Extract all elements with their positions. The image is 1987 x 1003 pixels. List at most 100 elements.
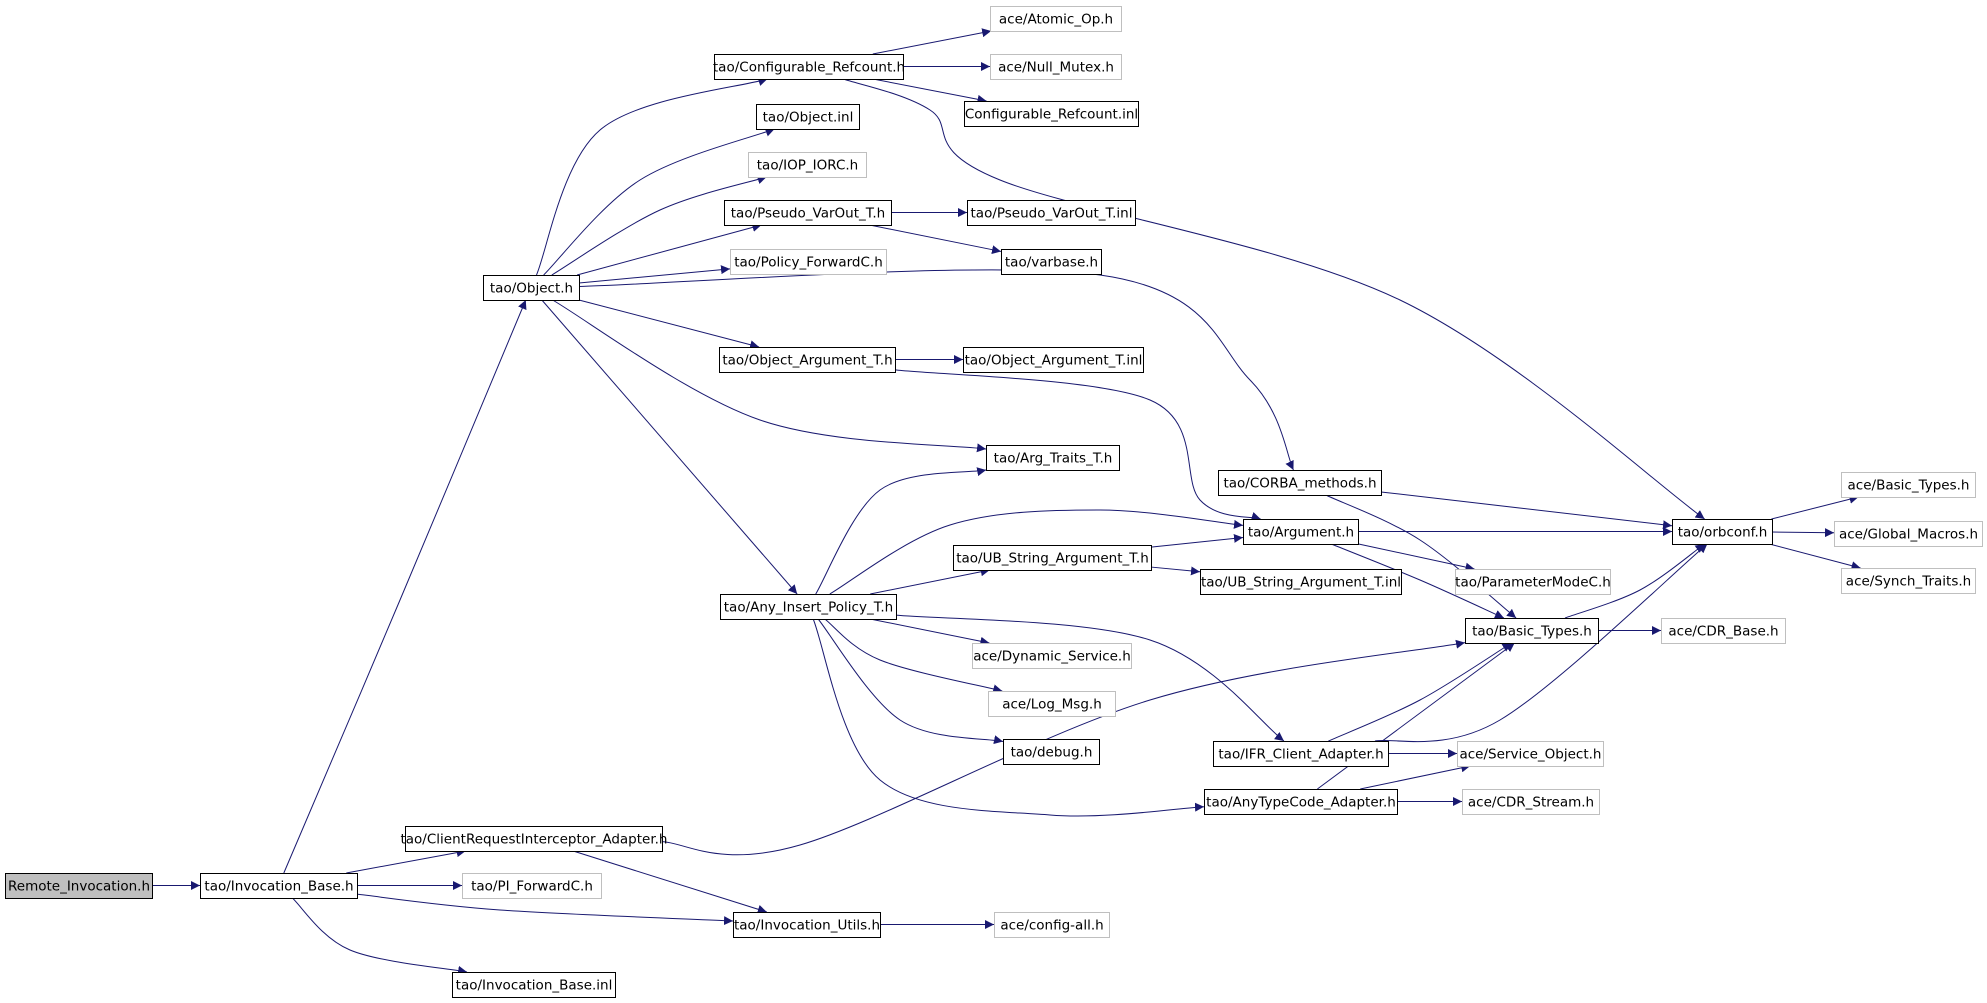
- node-remote_invocation[interactable]: Remote_Invocation.h: [5, 873, 153, 899]
- node-box: [990, 6, 1122, 32]
- edge-invocation_base-to-invocation_utils: [356, 893, 734, 926]
- node-client_req_interceptor[interactable]: tao/ClientRequestInterceptor_Adapter.h: [400, 826, 668, 852]
- node-invocation_base_inl[interactable]: tao/Invocation_Base.inl: [452, 972, 616, 998]
- edge-configurable_refcount-to-configurable_refcount_inl: [872, 78, 987, 104]
- node-anytypecode_adapter[interactable]: tao/AnyTypeCode_Adapter.h: [1204, 789, 1398, 815]
- edge-ifr_client_adapter-to-tao_basic_types: [1328, 642, 1512, 742]
- node-label: tao/orbconf.h: [1678, 525, 1768, 541]
- node-log_msg[interactable]: ace/Log_Msg.h: [988, 691, 1116, 717]
- node-box: [1465, 618, 1599, 644]
- edge-ub_string_arg-to-argument_h: [1150, 533, 1244, 548]
- node-box: [994, 912, 1110, 938]
- node-box: [1218, 470, 1382, 496]
- node-box: [1455, 569, 1611, 595]
- node-pseudo_varout[interactable]: tao/Pseudo_VarOut_T.h: [724, 200, 892, 226]
- node-box: [1672, 519, 1773, 545]
- node-label: tao/PI_ForwardC.h: [471, 879, 593, 895]
- node-debug_h[interactable]: tao/debug.h: [1003, 739, 1100, 765]
- node-label: ace/Null_Mutex.h: [998, 60, 1114, 76]
- node-argument_h[interactable]: tao/Argument.h: [1243, 519, 1359, 545]
- node-box: [1213, 741, 1389, 767]
- node-box: [964, 101, 1139, 127]
- node-ub_string_arg[interactable]: tao/UB_String_Argument_T.h: [953, 545, 1152, 571]
- edge-invocation_base-to-object_h: [283, 299, 527, 874]
- edges-layer: [152, 28, 1861, 975]
- node-box: [748, 152, 867, 178]
- edge-argument_h-to-tao_basic_types: [1331, 543, 1505, 619]
- node-ace_basic_types[interactable]: ace/Basic_Types.h: [1841, 472, 1976, 498]
- node-configurable_refcount[interactable]: tao/Configurable_Refcount.h: [713, 54, 905, 80]
- node-pi_forwardc[interactable]: tao/PI_ForwardC.h: [462, 873, 602, 899]
- node-invocation_utils[interactable]: tao/Invocation_Utils.h: [733, 912, 881, 938]
- node-object_h[interactable]: tao/Object.h: [483, 275, 580, 301]
- node-orbconf[interactable]: tao/orbconf.h: [1672, 519, 1773, 545]
- node-box: [1001, 249, 1102, 275]
- node-label: ace/CDR_Base.h: [1668, 624, 1778, 640]
- node-iop_iorc[interactable]: tao/IOP_IORC.h: [748, 152, 867, 178]
- node-label: tao/UB_String_Argument_T.h: [956, 551, 1149, 567]
- node-label: tao/debug.h: [1011, 745, 1093, 761]
- node-label: tao/Any_Insert_Policy_T.h: [724, 600, 893, 616]
- node-config_all[interactable]: ace/config-all.h: [994, 912, 1110, 938]
- node-label: tao/Argument.h: [1248, 525, 1354, 541]
- node-cdr_base[interactable]: ace/CDR_Base.h: [1661, 618, 1786, 644]
- node-label: tao/ClientRequestInterceptor_Adapter.h: [400, 832, 667, 848]
- node-dynamic_service[interactable]: ace/Dynamic_Service.h: [972, 643, 1132, 669]
- node-label: tao/varbase.h: [1005, 255, 1098, 271]
- node-label: tao/Invocation_Base.h: [204, 879, 353, 895]
- edge-invocation_base-to-invocation_base_inl: [292, 897, 468, 975]
- node-box: [1661, 618, 1786, 644]
- edge-anytypecode_adapter-to-tao_basic_types: [1317, 642, 1515, 790]
- node-box: [953, 545, 1152, 571]
- node-box: [1834, 521, 1983, 547]
- node-any_insert_policy[interactable]: tao/Any_Insert_Policy_T.h: [720, 594, 897, 620]
- node-arg_traits[interactable]: tao/Arg_Traits_T.h: [986, 445, 1120, 471]
- edge-any_insert_policy-to-ub_string_arg: [870, 567, 990, 595]
- node-ace_global_macros[interactable]: ace/Global_Macros.h: [1834, 521, 1983, 547]
- node-label: tao/AnyTypeCode_Adapter.h: [1206, 795, 1396, 811]
- node-box: [405, 826, 663, 852]
- node-varbase[interactable]: tao/varbase.h: [1001, 249, 1102, 275]
- node-label: tao/Invocation_Utils.h: [734, 918, 880, 934]
- node-label: Remote_Invocation.h: [8, 879, 150, 895]
- node-label: tao/IFR_Client_Adapter.h: [1218, 747, 1383, 763]
- node-label: ace/Atomic_Op.h: [999, 12, 1113, 28]
- node-box: [483, 275, 580, 301]
- node-parametermodec[interactable]: tao/ParameterModeC.h: [1455, 569, 1611, 595]
- node-ub_string_arg_inl[interactable]: tao/UB_String_Argument_T.inl: [1200, 569, 1402, 595]
- node-cdr_stream[interactable]: ace/CDR_Stream.h: [1462, 789, 1600, 815]
- edge-ub_string_arg-to-ub_string_arg_inl: [1150, 566, 1201, 576]
- node-box: [452, 972, 616, 998]
- node-label: ace/Service_Object.h: [1459, 747, 1601, 763]
- node-box: [714, 54, 904, 80]
- node-label: tao/Invocation_Base.inl: [456, 978, 613, 994]
- node-corba_methods[interactable]: tao/CORBA_methods.h: [1218, 470, 1382, 496]
- node-null_mutex[interactable]: ace/Null_Mutex.h: [990, 54, 1122, 80]
- node-configurable_refcount_inl[interactable]: Configurable_Refcount.inl: [964, 101, 1139, 127]
- node-object_inl[interactable]: tao/Object.inl: [756, 104, 860, 130]
- node-box: [719, 347, 896, 373]
- node-ifr_client_adapter[interactable]: tao/IFR_Client_Adapter.h: [1213, 741, 1389, 767]
- node-label: tao/Object.h: [490, 281, 573, 297]
- edge-object_h-to-policy_forwardc: [578, 265, 731, 284]
- node-tao_basic_types[interactable]: tao/Basic_Types.h: [1465, 618, 1599, 644]
- node-box: [756, 104, 860, 130]
- node-object_argument[interactable]: tao/Object_Argument_T.h: [719, 347, 896, 373]
- edge-tao_basic_types-to-orbconf: [1564, 543, 1705, 619]
- node-label: tao/CORBA_methods.h: [1223, 476, 1376, 492]
- node-atomic_op[interactable]: ace/Atomic_Op.h: [990, 6, 1122, 32]
- edge-corba_methods-to-orbconf: [1380, 491, 1673, 530]
- node-label: tao/Pseudo_VarOut_T.h: [731, 206, 885, 222]
- node-ace_synch_traits[interactable]: ace/Synch_Traits.h: [1841, 568, 1976, 594]
- edge-pseudo_varout-to-varbase: [869, 224, 1002, 255]
- node-box: [5, 873, 153, 899]
- node-box: [1462, 789, 1600, 815]
- node-label: tao/Configurable_Refcount.h: [713, 60, 905, 76]
- node-pseudo_varout_inl[interactable]: tao/Pseudo_VarOut_T.inl: [967, 200, 1136, 226]
- node-policy_forwardc[interactable]: tao/Policy_ForwardC.h: [730, 249, 887, 275]
- node-invocation_base[interactable]: tao/Invocation_Base.h: [200, 873, 358, 899]
- node-box: [1841, 568, 1976, 594]
- edge-orbconf-to-ace_basic_types: [1771, 494, 1859, 520]
- node-service_object[interactable]: ace/Service_Object.h: [1457, 741, 1604, 767]
- node-object_argument_inl[interactable]: tao/Object_Argument_T.inl: [963, 347, 1144, 373]
